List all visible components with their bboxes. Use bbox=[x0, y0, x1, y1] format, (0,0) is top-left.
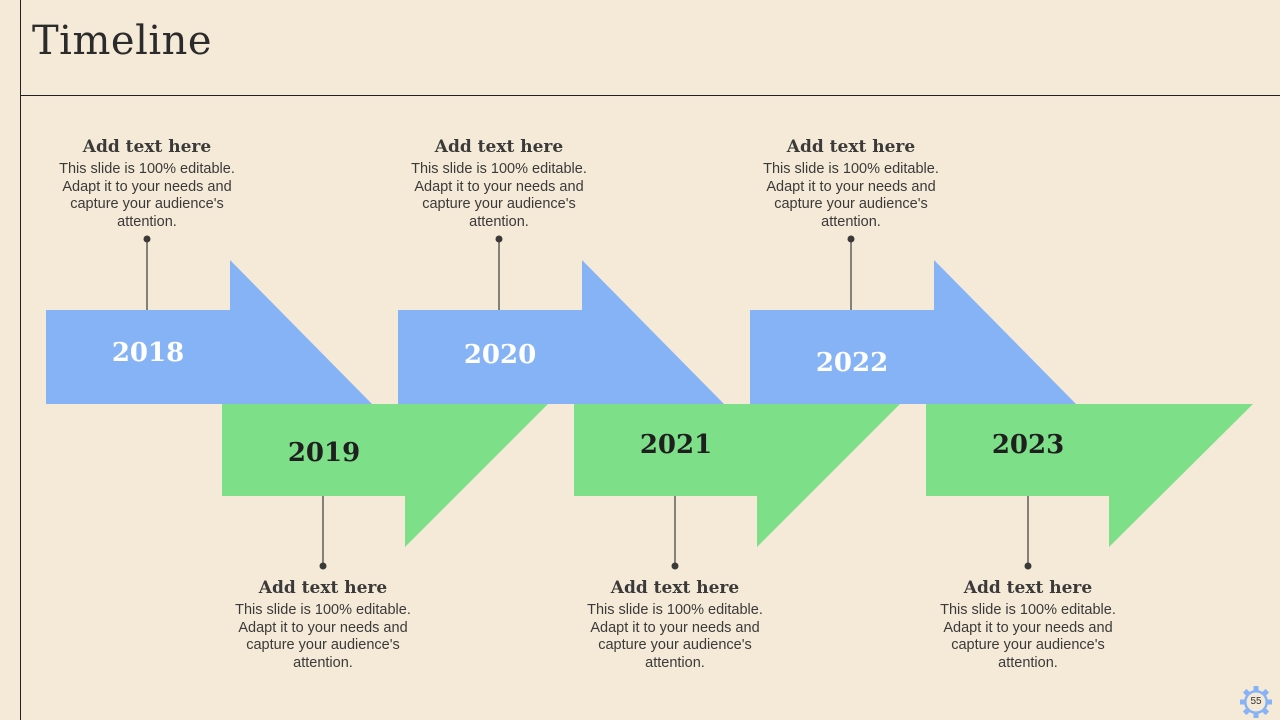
milestone-heading: Add text here bbox=[82, 137, 212, 157]
connector-2021 bbox=[671, 496, 679, 570]
year-label-2020: 2020 bbox=[464, 340, 536, 370]
connector-2019 bbox=[319, 496, 327, 570]
milestone-body: This slide is 100% editable. Adapt it to… bbox=[235, 602, 411, 671]
milestone-heading: Add text here bbox=[963, 578, 1093, 598]
year-label-2019: 2019 bbox=[288, 438, 360, 468]
connector-2023 bbox=[1024, 496, 1032, 570]
connector-2018 bbox=[143, 235, 151, 310]
milestone-text-2018: Add text here This slide is 100% editabl… bbox=[52, 137, 242, 231]
gear-icon bbox=[1240, 686, 1272, 718]
arrow-2018 bbox=[46, 260, 372, 404]
slide-title: Timeline bbox=[32, 18, 213, 64]
year-label-2021: 2021 bbox=[640, 430, 712, 460]
milestone-heading: Add text here bbox=[258, 578, 388, 598]
year-label-2023: 2023 bbox=[992, 430, 1064, 460]
milestone-text-2020: Add text here This slide is 100% editabl… bbox=[404, 137, 594, 231]
milestone-text-2021: Add text here This slide is 100% editabl… bbox=[580, 578, 770, 672]
arrow-2022 bbox=[750, 260, 1076, 404]
arrow-2021 bbox=[574, 404, 900, 547]
year-label-2018: 2018 bbox=[112, 338, 184, 368]
connector-2020 bbox=[495, 235, 503, 310]
arrow-2020 bbox=[398, 260, 724, 404]
page-number: 55 bbox=[1250, 696, 1262, 707]
milestone-body: This slide is 100% editable. Adapt it to… bbox=[411, 161, 587, 230]
arrow-2023 bbox=[926, 404, 1253, 547]
milestone-body: This slide is 100% editable. Adapt it to… bbox=[587, 602, 763, 671]
arrow-2019 bbox=[222, 404, 548, 547]
milestone-text-2022: Add text here This slide is 100% editabl… bbox=[756, 137, 946, 231]
milestone-text-2019: Add text here This slide is 100% editabl… bbox=[228, 578, 418, 672]
year-label-2022: 2022 bbox=[816, 348, 888, 378]
connector-2022 bbox=[847, 235, 855, 310]
milestone-heading: Add text here bbox=[786, 137, 916, 157]
title-underline-rule bbox=[20, 95, 1280, 96]
milestone-body: This slide is 100% editable. Adapt it to… bbox=[763, 161, 939, 230]
milestone-heading: Add text here bbox=[610, 578, 740, 598]
left-vertical-rule bbox=[20, 0, 21, 720]
milestone-heading: Add text here bbox=[434, 137, 564, 157]
milestone-text-2023: Add text here This slide is 100% editabl… bbox=[933, 578, 1123, 672]
milestone-body: This slide is 100% editable. Adapt it to… bbox=[59, 161, 235, 230]
milestone-body: This slide is 100% editable. Adapt it to… bbox=[940, 602, 1116, 671]
